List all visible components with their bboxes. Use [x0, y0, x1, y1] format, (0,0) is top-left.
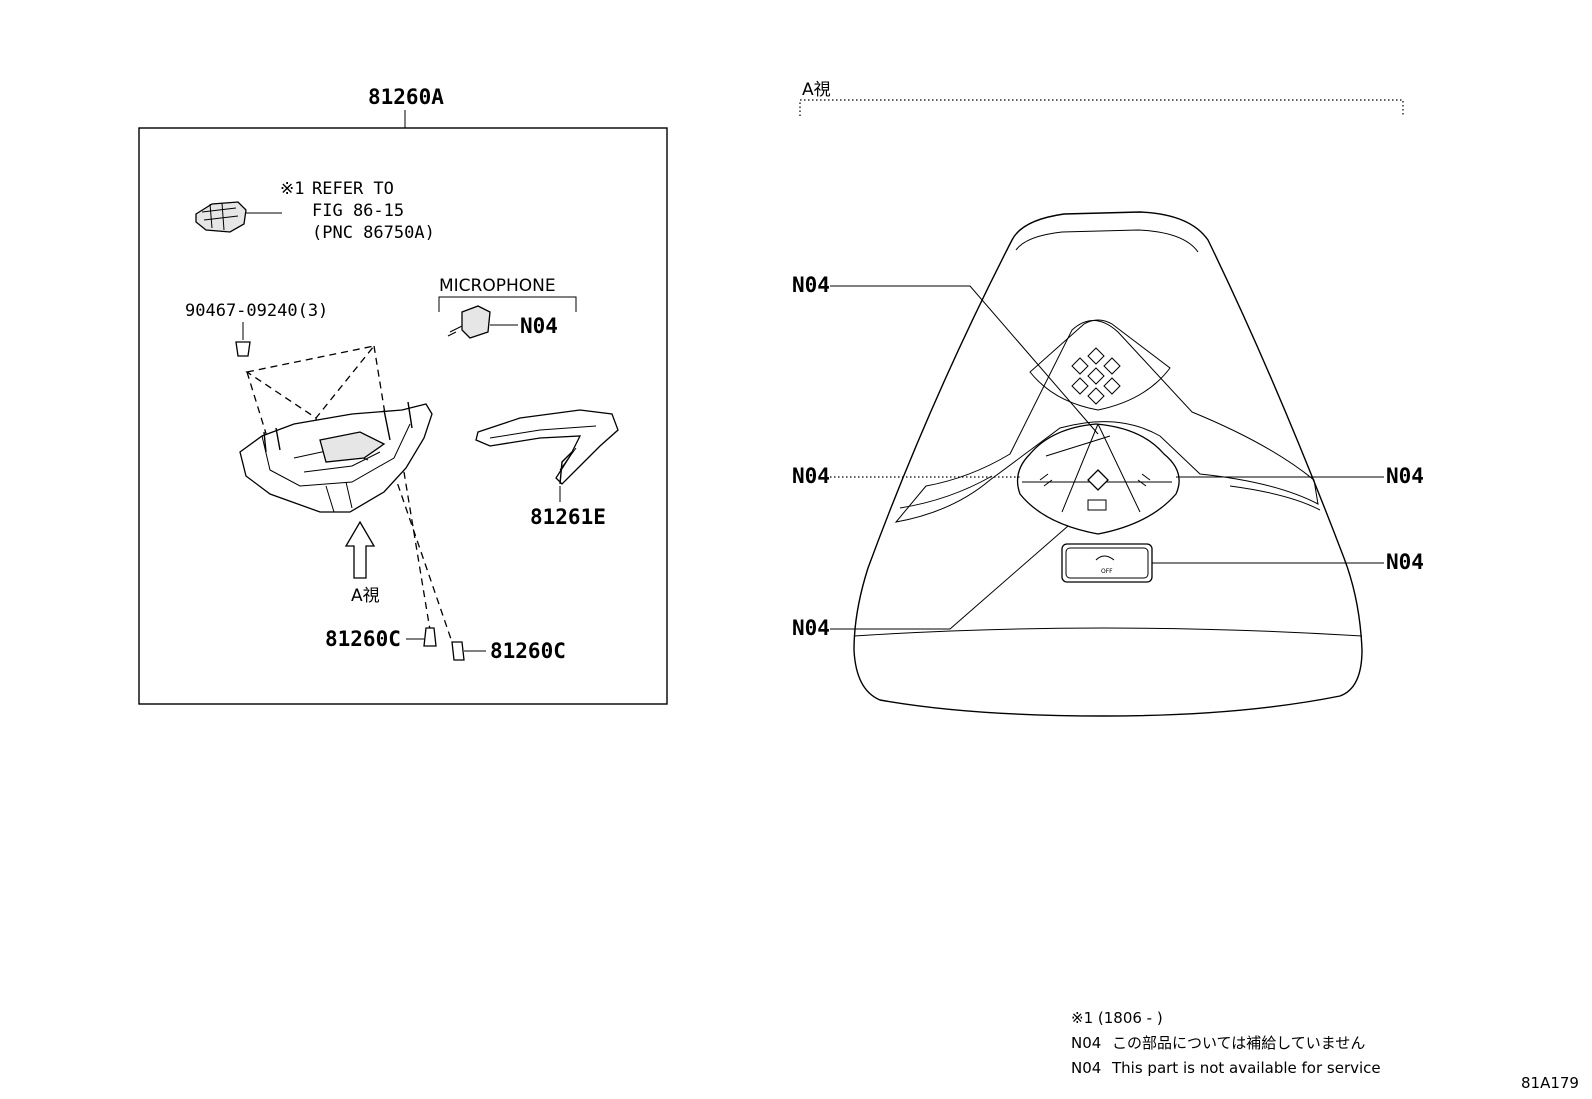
off-button-text: OFF: [1101, 568, 1113, 575]
bulb-left-label: 81260C: [325, 627, 401, 651]
view-arrow-label: A視: [351, 586, 380, 606]
microphone-label: MICROPHONE: [439, 276, 556, 296]
callout-bottom-left-leader: [830, 525, 1069, 630]
refer-line-2: FIG 86-15: [312, 201, 404, 221]
microphone-code: N04: [520, 314, 558, 338]
cover-label: 81261E: [530, 505, 606, 529]
view-bracket: [799, 99, 1404, 116]
overhead-console-view: [853, 211, 1363, 717]
figure-id: 81A179: [1521, 1074, 1579, 1092]
assembly-label: 81260A: [368, 85, 444, 109]
callout-low-right: N04: [1386, 550, 1424, 574]
note-line-3-code: N04: [1071, 1059, 1101, 1077]
callout-mid-left: N04: [792, 464, 830, 488]
bulb-left-part-icon: [423, 627, 437, 647]
map-light-switch-cluster: [1016, 423, 1180, 535]
refer-line-1: REFER TO: [312, 179, 394, 199]
note-line-3-text: This part is not available for service: [1111, 1059, 1381, 1077]
screw-guide-lines: [245, 345, 376, 419]
note-line-1: ※1 (1806 - ): [1071, 1009, 1163, 1027]
bulb-right-label: 81260C: [490, 639, 566, 663]
screw-part-icon: [235, 341, 251, 357]
view-arrow-icon: [344, 520, 376, 579]
off-button-part: OFF: [1061, 543, 1153, 583]
callout-bottom-left: N04: [792, 616, 830, 640]
module-part-icon: [195, 201, 247, 233]
microphone-bracket: [438, 296, 577, 312]
cover-part: [475, 409, 619, 485]
callout-top-left-leader: [830, 285, 1099, 435]
assembly-frame: [138, 127, 668, 705]
screw-label: 90467-09240(3): [185, 301, 328, 321]
view-title: A視: [802, 80, 831, 100]
console-housing-part: [239, 401, 433, 513]
refer-line-3: (PNC 86750A): [312, 223, 435, 243]
note-line-2-text: この部品については補給していません: [1112, 1034, 1365, 1052]
microphone-part-icon: [447, 305, 491, 339]
callout-mid-right: N04: [1386, 464, 1424, 488]
refer-mark: ※1: [280, 179, 304, 199]
note-line-2-code: N04: [1071, 1034, 1101, 1052]
callout-top-left: N04: [792, 273, 830, 297]
bulb-right-part-icon: [451, 641, 465, 661]
